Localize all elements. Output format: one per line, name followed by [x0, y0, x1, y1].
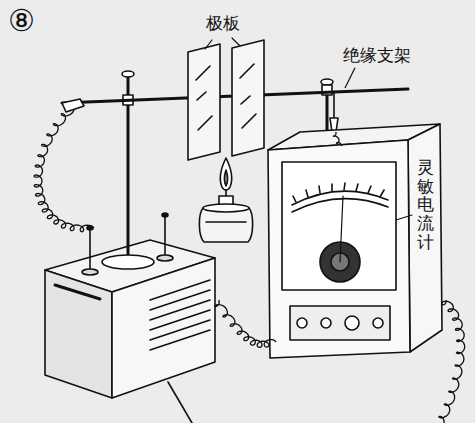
part-label: 绝缘支架 [343, 46, 411, 65]
coiled-wire [34, 110, 94, 232]
galvanometer [268, 124, 442, 358]
metal-plates [188, 38, 264, 160]
leader-line [345, 68, 355, 88]
callout-number: ⑧ [8, 4, 35, 37]
alcohol-lamp [199, 158, 252, 242]
coiled-wire [439, 300, 465, 423]
part-label: 灵敏电流计 [417, 158, 434, 251]
wire [168, 382, 192, 423]
part-label: 极板 [206, 14, 240, 33]
coiled-wire [334, 132, 343, 146]
coiled-wire [215, 300, 276, 347]
power-supply [45, 213, 215, 398]
